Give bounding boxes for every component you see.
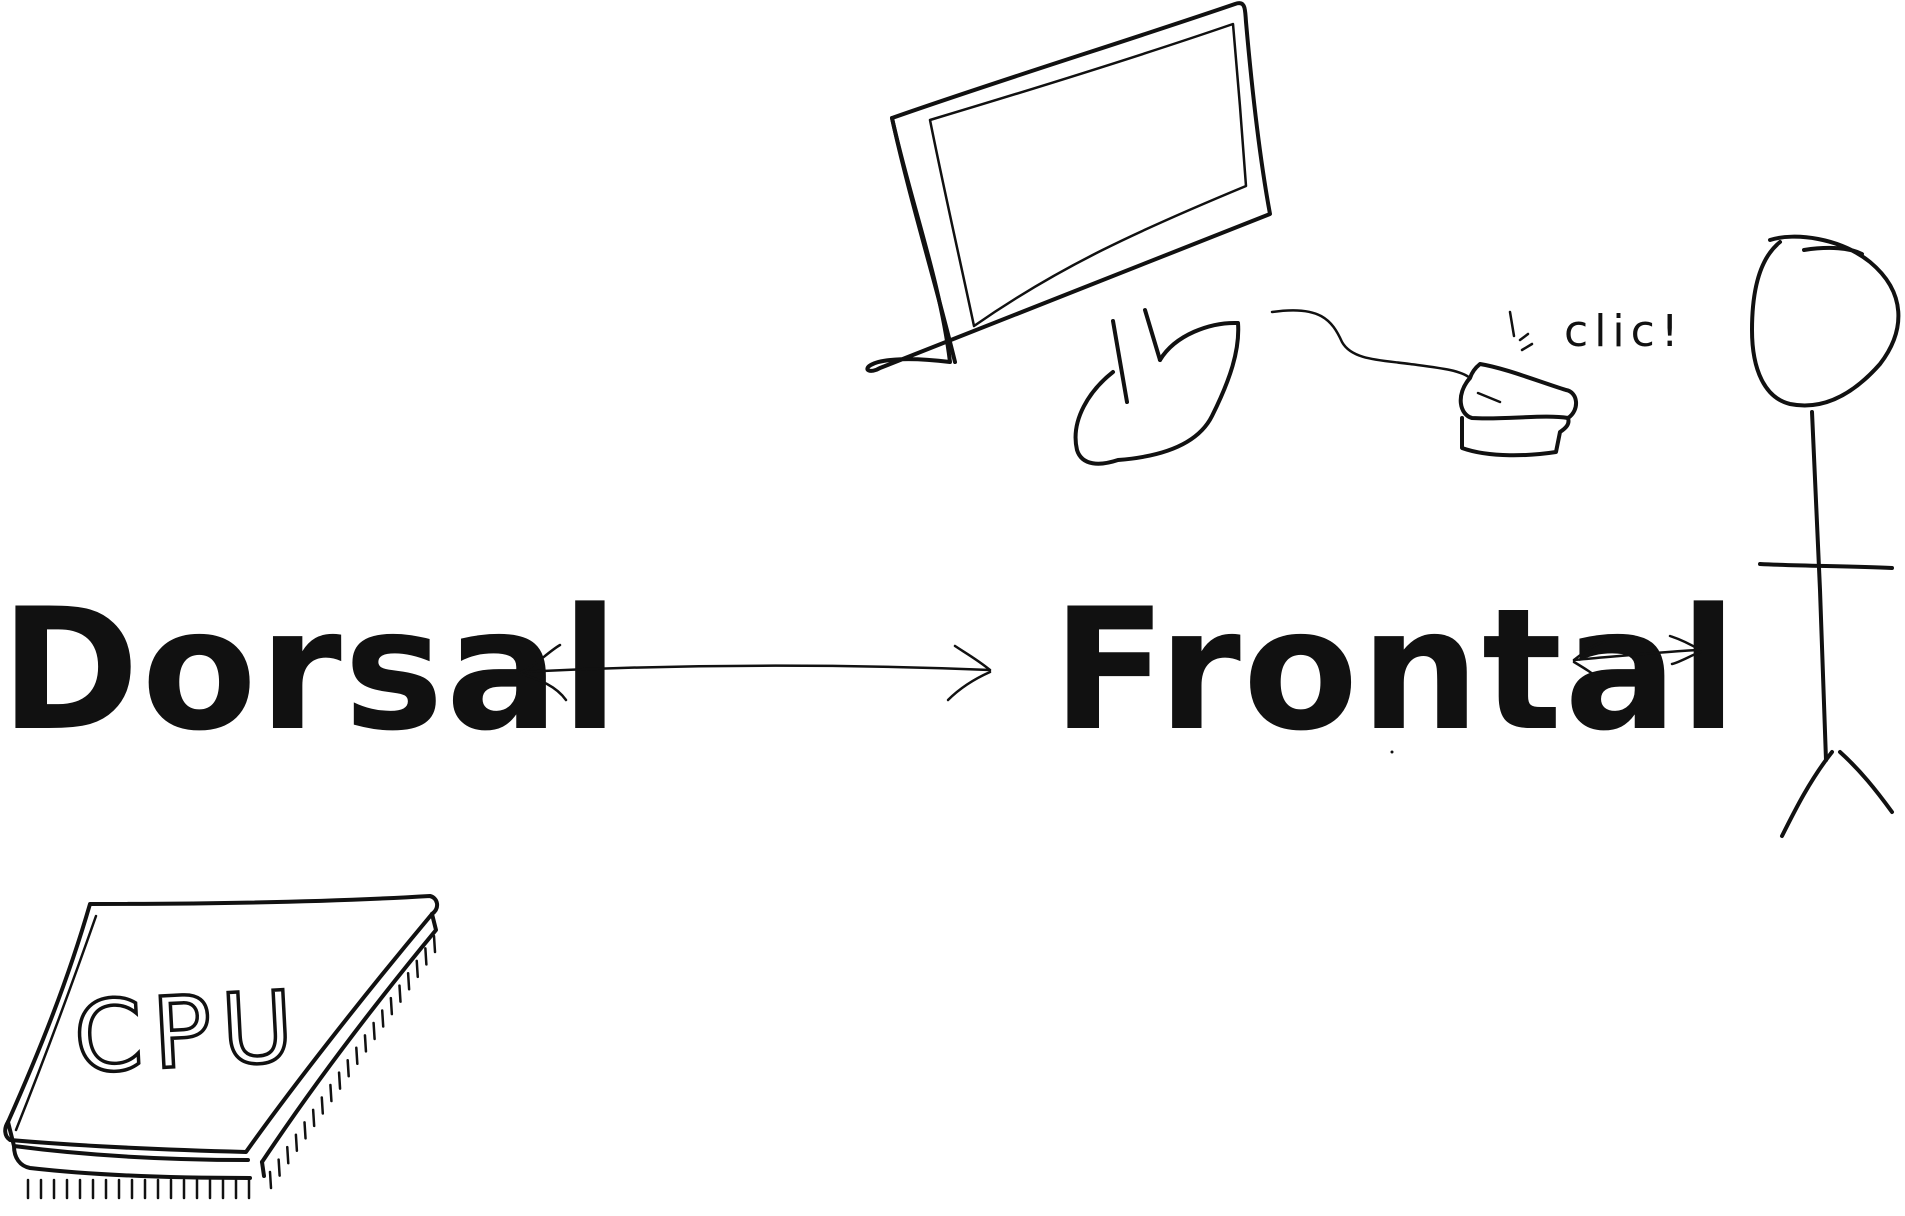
cpu-pin	[389, 996, 394, 1016]
cpu-pin	[372, 1021, 376, 1041]
arrow-frontal-user	[1572, 634, 1702, 682]
cpu-pin	[363, 1034, 368, 1053]
cpu-pin	[277, 1158, 281, 1177]
cpu-pin	[346, 1058, 350, 1078]
node-frontal: Frontal	[1052, 572, 1739, 768]
stick-figure-icon	[1750, 234, 1901, 838]
cpu-pins-right	[268, 934, 437, 1190]
cpu-pin	[415, 959, 419, 979]
computer-monitor-icon	[865, 1, 1472, 466]
cpu-pin	[303, 1121, 307, 1140]
cpu-pin	[268, 1170, 273, 1190]
arrow-dorsal-frontal	[518, 643, 992, 702]
computer-mouse-icon	[1458, 310, 1578, 458]
cpu-pin	[380, 1009, 385, 1028]
cpu-pin	[286, 1145, 290, 1165]
cpu-pin	[294, 1133, 299, 1152]
cpu-pins-bottom	[26, 1178, 251, 1200]
cpu-pin	[424, 947, 428, 966]
cpu-pin	[329, 1083, 333, 1103]
mouse-click-label: clic!	[1564, 306, 1684, 357]
cpu-pin	[337, 1071, 342, 1090]
node-dorsal: Dorsal	[0, 572, 621, 768]
cpu-pin	[432, 934, 437, 954]
cpu-pin	[398, 984, 402, 1003]
cpu-pin	[406, 972, 411, 991]
cpu-chip-icon	[3, 894, 439, 1180]
cpu-pin	[355, 1046, 359, 1066]
stray-dot	[1390, 750, 1394, 754]
cpu-pin	[311, 1108, 316, 1128]
cpu-pin	[320, 1096, 325, 1115]
cpu-label: CPU	[71, 970, 306, 1096]
